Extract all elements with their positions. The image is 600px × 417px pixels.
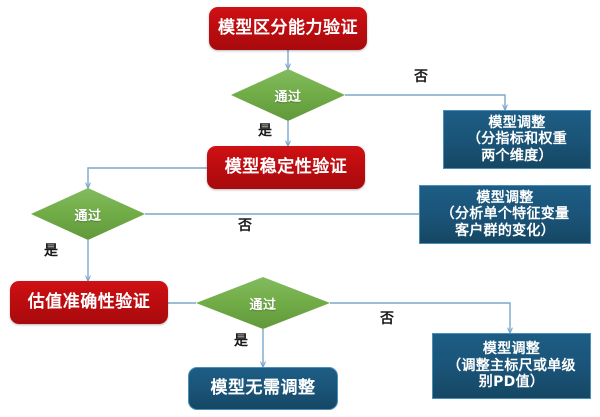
adjust-feature-line-3: 客户群的变化） <box>454 222 556 239</box>
decision-pass-1[interactable]: 通过 <box>231 69 345 121</box>
node-validate-stability[interactable]: 模型稳定性验证 <box>207 146 365 189</box>
node-validate-accuracy[interactable]: 估值准确性验证 <box>10 281 168 324</box>
node-adjust-masterscale[interactable]: 模型调整 （调整主标尺或单级 别PD值） <box>432 333 591 399</box>
adjust-weights-line-1: 模型调整 <box>488 114 546 131</box>
edge-label-no-1: 否 <box>414 69 428 85</box>
edge-label-yes-1: 是 <box>258 123 272 139</box>
node-validate-discrimination[interactable]: 模型区分能力验证 <box>209 7 367 50</box>
decision-pass-2[interactable]: 通过 <box>31 188 145 240</box>
adjust-weights-line-3: 两个维度） <box>481 147 553 164</box>
adjust-masterscale-line-3: 别PD值） <box>478 374 545 391</box>
edge-label-yes-3: 是 <box>234 333 248 349</box>
adjust-feature-line-2: （分析单个特征变量 <box>440 206 570 223</box>
wire-box2-to-diamond2 <box>88 167 207 188</box>
adjust-feature-line-1: 模型调整 <box>476 189 534 206</box>
decision-pass-3[interactable]: 通过 <box>196 277 330 329</box>
adjust-masterscale-line-2: （调整主标尺或单级 <box>447 357 576 374</box>
node-adjust-feature[interactable]: 模型调整 （分析单个特征变量 客户群的变化） <box>419 185 591 244</box>
decision-pass-1-label: 通过 <box>274 89 302 105</box>
adjust-masterscale-line-1: 模型调整 <box>482 341 541 358</box>
decision-pass-3-label: 通过 <box>249 297 277 313</box>
edge-label-no-2: 否 <box>238 218 252 234</box>
wire-diamond3-no <box>330 302 510 333</box>
edge-label-no-3: 否 <box>380 311 394 327</box>
node-no-adjustment[interactable]: 模型无需调整 <box>188 367 338 410</box>
node-adjust-weights[interactable]: 模型调整 （分指标和权重 两个维度） <box>443 110 591 169</box>
decision-pass-2-label: 通过 <box>74 208 102 224</box>
edge-label-yes-2: 是 <box>44 243 58 259</box>
adjust-weights-line-2: （分指标和权重 <box>466 131 568 148</box>
wire-diamond1-no <box>345 94 505 110</box>
